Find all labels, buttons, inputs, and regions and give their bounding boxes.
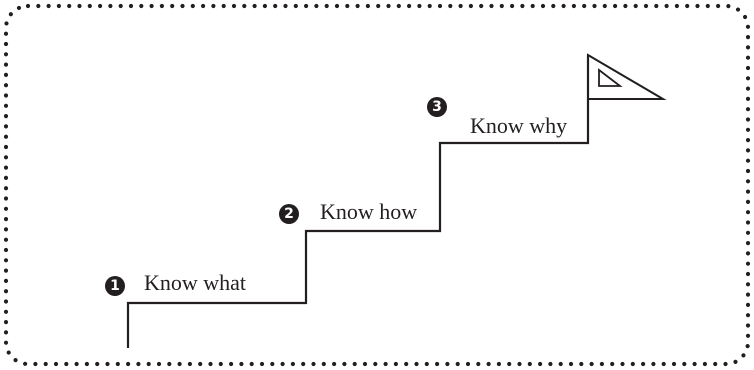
step-3-badge: 3 [427, 97, 447, 117]
step-3-label: Know why [470, 113, 568, 138]
staircase-line [126, 55, 590, 348]
dotted-border [3, 3, 751, 367]
step-1-label: Know what [144, 270, 247, 295]
step-2-badge: 2 [279, 204, 299, 224]
triangle-flag-icon [587, 53, 667, 100]
step-2-label: Know how [320, 199, 418, 224]
step-1-badge: 1 [105, 276, 125, 296]
